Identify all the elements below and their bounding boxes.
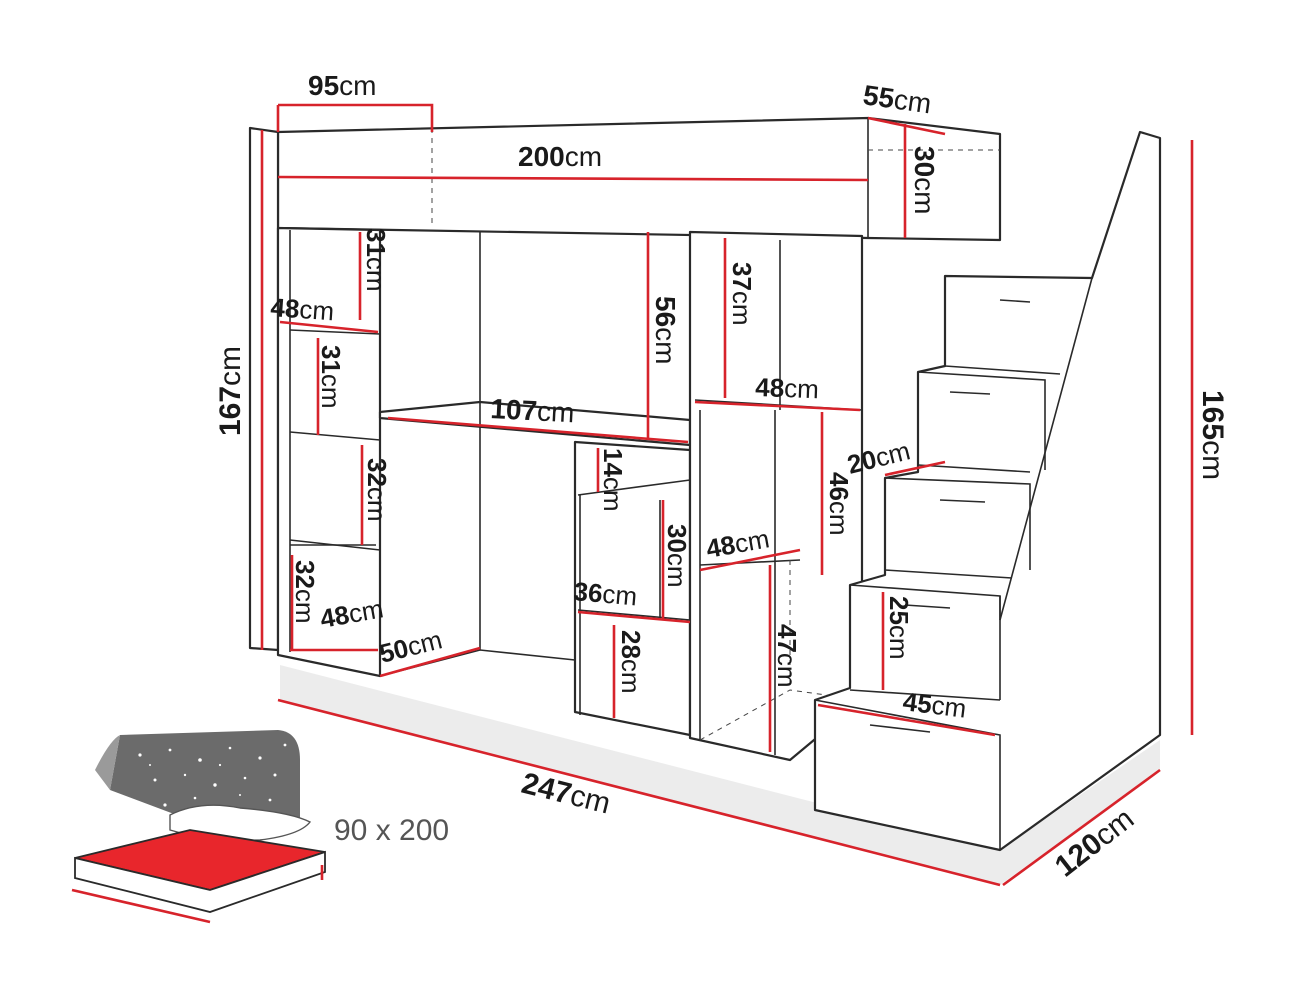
label-mattress-size: 90 x 200 bbox=[334, 814, 449, 847]
label-desk-height-gap: 56cm bbox=[650, 296, 681, 364]
label-step-height: 25cm bbox=[884, 596, 914, 660]
label-top-depth: 55cm bbox=[861, 79, 933, 119]
label-shelf-top: 31cm bbox=[361, 228, 391, 292]
label-wardrobe-top: 37cm bbox=[727, 262, 757, 326]
label-shelf-width: 48cm bbox=[270, 292, 336, 326]
dimension-lines bbox=[260, 103, 1194, 887]
label-step-width: 45cm bbox=[901, 686, 968, 724]
label-shelf-low: 32cm bbox=[362, 458, 392, 522]
dimension-labels: 95cm 55cm 200cm 30cm 167cm 165cm 31cm 48… bbox=[214, 70, 1229, 884]
label-drawer-low: 28cm bbox=[616, 630, 646, 694]
label-shelf-bottom: 32cm bbox=[290, 560, 320, 624]
label-shelf-bottom-width: 48cm bbox=[318, 593, 386, 634]
label-bed-length: 200cm bbox=[518, 141, 602, 172]
label-wardrobe-low: 47cm bbox=[772, 624, 802, 688]
label-wardrobe-width: 48cm bbox=[755, 372, 820, 404]
label-drawer-small: 14cm bbox=[598, 448, 628, 512]
label-total-height-right: 165cm bbox=[1196, 390, 1229, 480]
label-wardrobe-mid: 46cm bbox=[824, 472, 854, 536]
label-drawer-width: 36cm bbox=[572, 576, 638, 611]
label-desk-depth: 50cm bbox=[376, 624, 445, 668]
label-total-height-left: 167cm bbox=[214, 346, 247, 436]
star-icons bbox=[128, 743, 287, 807]
mattress-illustration bbox=[71, 730, 326, 924]
bed-structure bbox=[248, 108, 1162, 885]
label-top-width: 95cm bbox=[308, 70, 376, 101]
label-wardrobe-inner-width: 48cm bbox=[704, 523, 772, 564]
label-rail-height: 30cm bbox=[909, 146, 940, 214]
label-total-length: 247cm bbox=[518, 767, 613, 821]
label-drawer-mid: 30cm bbox=[662, 524, 692, 588]
label-shelf-mid: 31cm bbox=[316, 345, 346, 409]
label-desk-width: 107cm bbox=[490, 393, 576, 428]
